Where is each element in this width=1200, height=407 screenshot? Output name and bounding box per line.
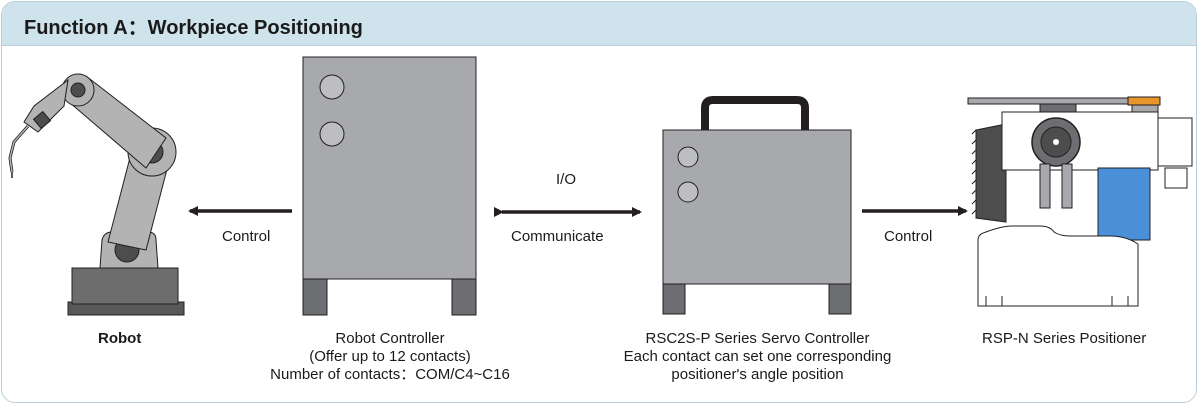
servo-controller-illustration <box>662 96 852 315</box>
servo-controller-label: RSC2S-P Series Servo Controller Each con… <box>600 330 915 384</box>
robot-controller-name: Robot Controller <box>335 330 445 347</box>
robot-controller-contacts: (Offer up to 12 contacts) <box>309 348 471 365</box>
robot-controller-contact-range: Number of contacts：COM/C4~C16 <box>270 366 510 383</box>
io-label: I/O <box>556 171 577 188</box>
robot-arm-illustration <box>8 73 185 316</box>
robot-label: Robot <box>98 330 142 347</box>
positioner-illustration <box>967 96 1193 307</box>
servo-controller-desc-2: positioner's angle position <box>671 366 844 383</box>
robot-controller-illustration <box>302 56 477 316</box>
control-label-left: Control <box>222 228 271 245</box>
servo-controller-name: RSC2S-P Series Servo Controller <box>645 330 870 347</box>
control-label-right: Control <box>884 228 933 245</box>
page-title: Function A：Workpiece Positioning <box>24 17 363 39</box>
title-bar: Function A：Workpiece Positioning <box>2 2 1196 46</box>
communicate-label: Communicate <box>511 228 604 245</box>
positioner-label: RSP-N Series Positioner <box>982 330 1147 347</box>
servo-controller-desc-1: Each contact can set one corresponding <box>623 348 892 365</box>
robot-controller-label: Robot Controller (Offer up to 12 contact… <box>245 330 535 384</box>
